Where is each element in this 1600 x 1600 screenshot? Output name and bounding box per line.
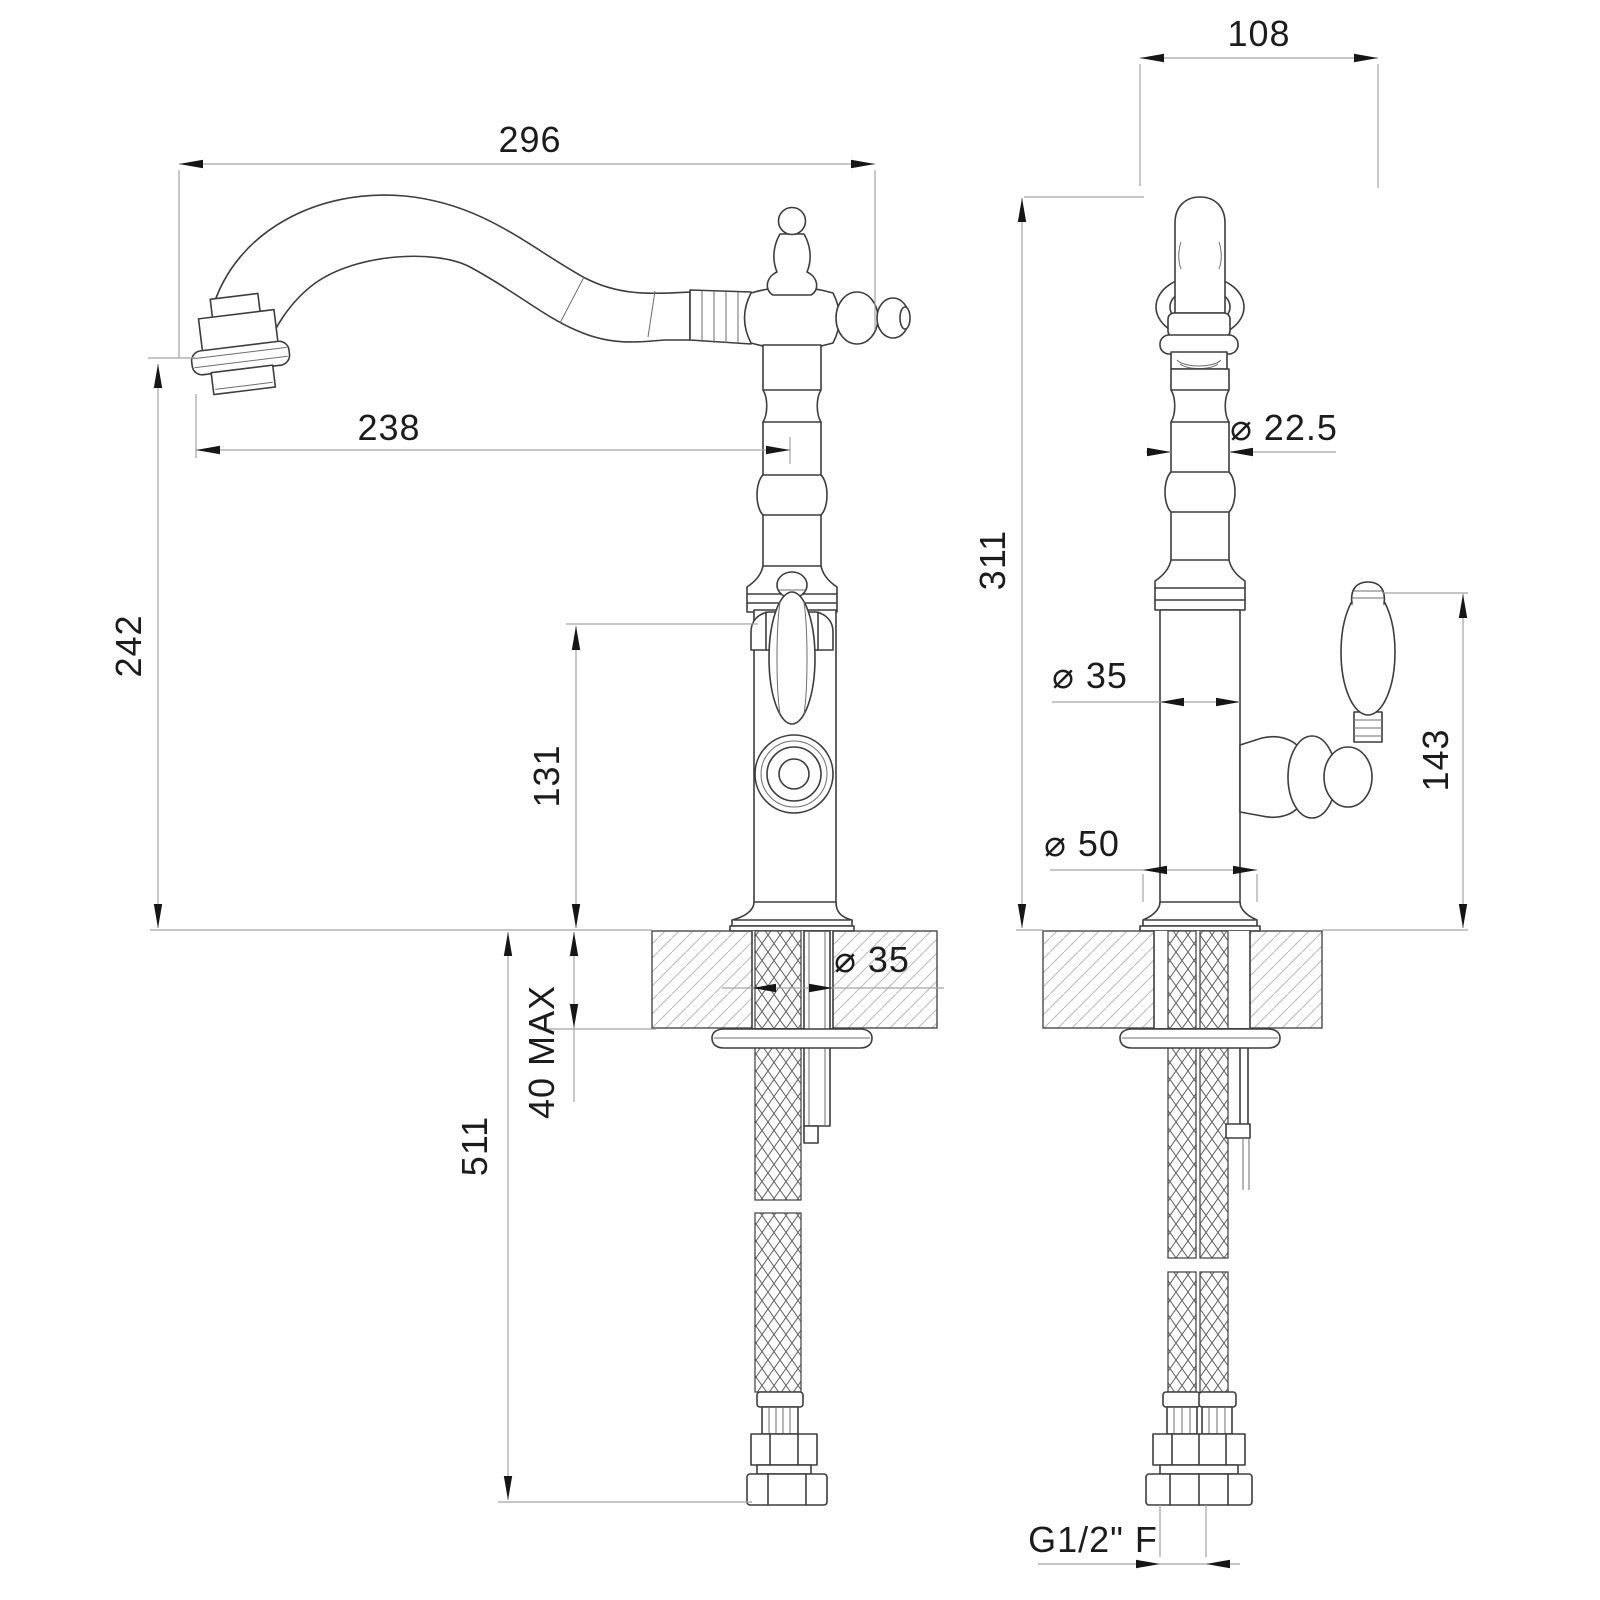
dim-body-diameter: ⌀ 35 <box>1052 655 1240 707</box>
side-spout-top <box>1155 196 1245 370</box>
aerator-rings <box>754 734 834 814</box>
dimension-annotations: 296 238 242 131 40 MAX <box>108 13 1468 1569</box>
dim-label-deck-thickness: 40 MAX <box>521 985 562 1119</box>
dim-label-overall-projection: 296 <box>498 119 561 160</box>
side-column <box>1154 368 1246 611</box>
side-knob-bulb <box>835 291 879 345</box>
side-handle-assembly <box>1239 581 1396 819</box>
side-hoses <box>1167 930 1229 1393</box>
thread-bore-lines <box>1159 1505 1207 1557</box>
dim-handle-top-height: 143 <box>1382 592 1468 928</box>
handle-rosette <box>1323 746 1373 808</box>
dim-overall-projection: 296 <box>178 119 876 358</box>
dim-body-height: 131 <box>526 623 758 928</box>
front-column <box>746 344 838 613</box>
hex-nut-lower <box>746 1473 828 1506</box>
dim-label-spout-pipe-diameter: ⌀ 22.5 <box>1230 407 1338 448</box>
dim-label-spout-outlet-height: 242 <box>108 614 149 677</box>
dim-hose-length: 511 <box>454 932 752 1503</box>
dim-label-handle-top-height: 143 <box>1415 728 1456 791</box>
dim-connection-thread: G1/2" F <box>1028 1519 1240 1569</box>
dim-top-offset: 108 <box>1139 13 1379 188</box>
front-base-flange <box>729 901 855 932</box>
dim-deck-hole-diameter: ⌀ 35 <box>722 939 944 993</box>
dim-label-connection-thread: G1/2" F <box>1028 1519 1158 1560</box>
dim-label-hose-length: 511 <box>454 1116 495 1176</box>
side-base-flange <box>1139 901 1261 932</box>
dim-label-body-height: 131 <box>526 744 567 807</box>
front-hose <box>754 930 831 1393</box>
lever-handle <box>768 591 816 725</box>
front-fixing-flange <box>711 1028 873 1049</box>
front-view <box>190 194 938 1506</box>
fixing-stud <box>1239 1047 1249 1125</box>
spout-tube <box>211 194 691 351</box>
dim-overall-height: 311 <box>972 196 1144 928</box>
front-handle <box>750 571 834 725</box>
side-view <box>1042 196 1396 1557</box>
dim-spout-pipe-diameter: ⌀ 22.5 <box>1146 407 1338 457</box>
dim-label-base-diameter: ⌀ 50 <box>1044 823 1120 864</box>
finial-ball <box>777 206 807 236</box>
side-body <box>1159 609 1241 907</box>
side-lever-handle <box>1340 588 1396 716</box>
dim-label-deck-hole-diameter: ⌀ 35 <box>834 939 910 980</box>
side-fixing-flange <box>1119 1028 1281 1190</box>
dim-label-top-offset: 108 <box>1227 13 1290 54</box>
dim-spout-reach: 238 <box>195 394 791 464</box>
front-hose-fittings <box>746 1391 828 1506</box>
hose-collar <box>756 1391 804 1408</box>
hose-ribs <box>761 1406 799 1435</box>
dim-base-diameter: ⌀ 50 <box>1044 823 1258 902</box>
dim-deck-thickness: 40 MAX <box>521 932 656 1119</box>
side-lever-cap <box>1350 581 1386 605</box>
dim-label-overall-height: 311 <box>972 530 1013 590</box>
handle-neck <box>1353 711 1383 743</box>
side-hose-fittings <box>1145 1391 1253 1557</box>
dim-label-spout-reach: 238 <box>357 407 420 448</box>
dim-spout-outlet-height: 242 <box>108 357 196 928</box>
finial-bulb <box>766 233 818 296</box>
fixing-hook <box>1225 1123 1251 1139</box>
hex-nut-upper <box>750 1433 818 1466</box>
spout-outlet <box>190 292 291 396</box>
dim-label-body-diameter: ⌀ 35 <box>1052 655 1128 696</box>
spout-cross-head <box>689 206 911 350</box>
